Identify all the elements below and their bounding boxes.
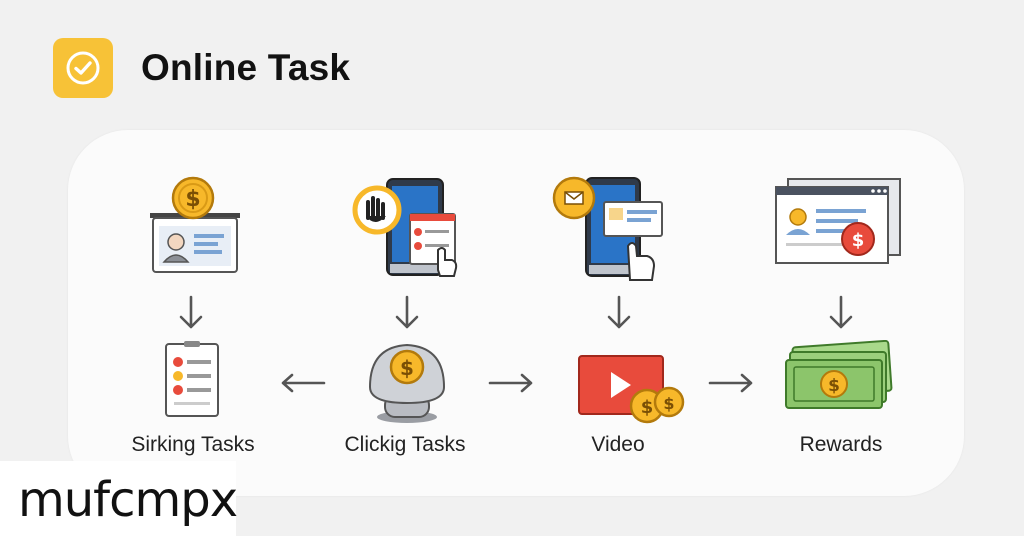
step-label-clickig-tasks: Clickig Tasks: [344, 433, 466, 456]
profile-card-coin-icon: $: [150, 176, 240, 273]
watermark-logo: mufcmpx: [18, 472, 238, 528]
step-label-rewards: Rewards: [799, 433, 883, 456]
checklist-icon: [165, 341, 219, 417]
svg-text:$: $: [663, 394, 674, 413]
arrow-right-icon: [488, 373, 533, 393]
watermark-box: [0, 461, 236, 536]
svg-text:$: $: [641, 397, 654, 418]
check-badge-icon: [53, 38, 113, 98]
phone-tap-coin-icon: [552, 176, 663, 281]
phone-hand-tap-icon: [352, 178, 458, 277]
svg-text:$: $: [185, 187, 200, 212]
svg-text:$: $: [400, 356, 414, 380]
arrow-right-icon: [708, 373, 753, 393]
browser-coin-icon: $: [775, 178, 901, 264]
arrow-down-icon: [179, 295, 203, 329]
arrow-down-icon: [607, 295, 631, 329]
coin-dome-icon: $: [368, 343, 446, 423]
step-label-video: Video: [591, 433, 645, 456]
cash-stack-icon: $: [785, 340, 893, 409]
arrow-left-icon: [281, 373, 326, 393]
arrow-down-icon: [829, 295, 853, 329]
video-coins-icon: $ $: [578, 355, 685, 424]
svg-text:$: $: [852, 230, 865, 251]
page-title: Online Task: [141, 47, 351, 88]
step-label-sirking-tasks: Sirking Tasks: [131, 433, 255, 456]
arrow-down-icon: [395, 295, 419, 329]
svg-text:$: $: [828, 376, 840, 396]
